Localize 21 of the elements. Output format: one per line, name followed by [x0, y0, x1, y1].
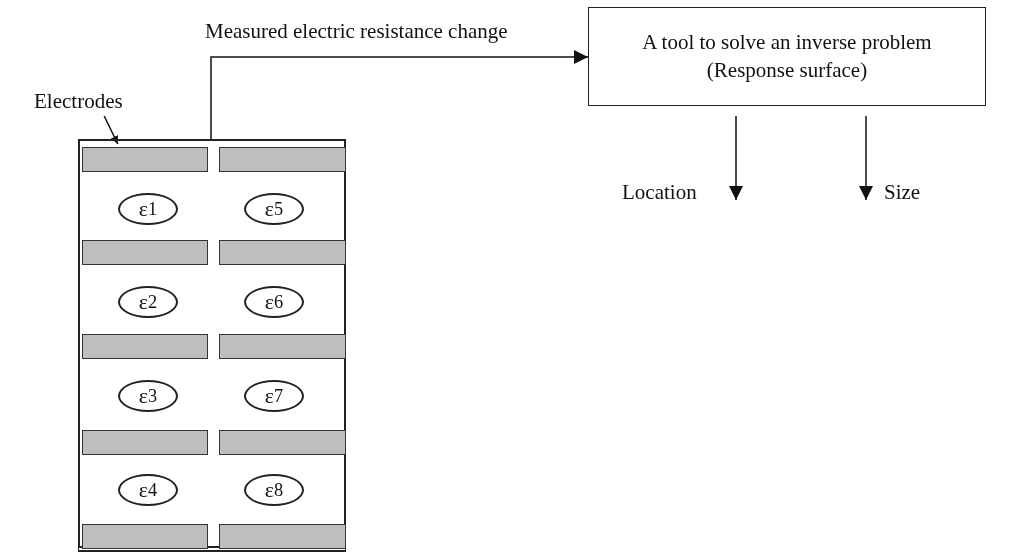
electrode-bar — [219, 524, 346, 549]
electrode-bar — [219, 147, 346, 172]
text-label: Location — [622, 178, 718, 206]
electrode-bar — [219, 430, 346, 455]
process-box — [588, 7, 986, 106]
text-label: Size — [884, 178, 940, 206]
arrow — [859, 115, 873, 201]
electrode-bar — [219, 334, 346, 359]
arrow — [729, 115, 743, 201]
electrode-bar — [219, 240, 346, 265]
electrode-bar — [82, 430, 208, 455]
electrode-bar — [82, 147, 208, 172]
box-text: A tool to solve an inverse problem — [642, 29, 932, 57]
arrow — [210, 50, 589, 140]
electrode-bar — [82, 524, 208, 549]
electrode-bar — [82, 334, 208, 359]
specimen-plate — [78, 139, 346, 552]
text-label: Electrodes — [34, 88, 124, 114]
electrode-bar — [82, 240, 208, 265]
leader-line — [103, 115, 119, 145]
box-text: (Response surface) — [706, 56, 868, 84]
